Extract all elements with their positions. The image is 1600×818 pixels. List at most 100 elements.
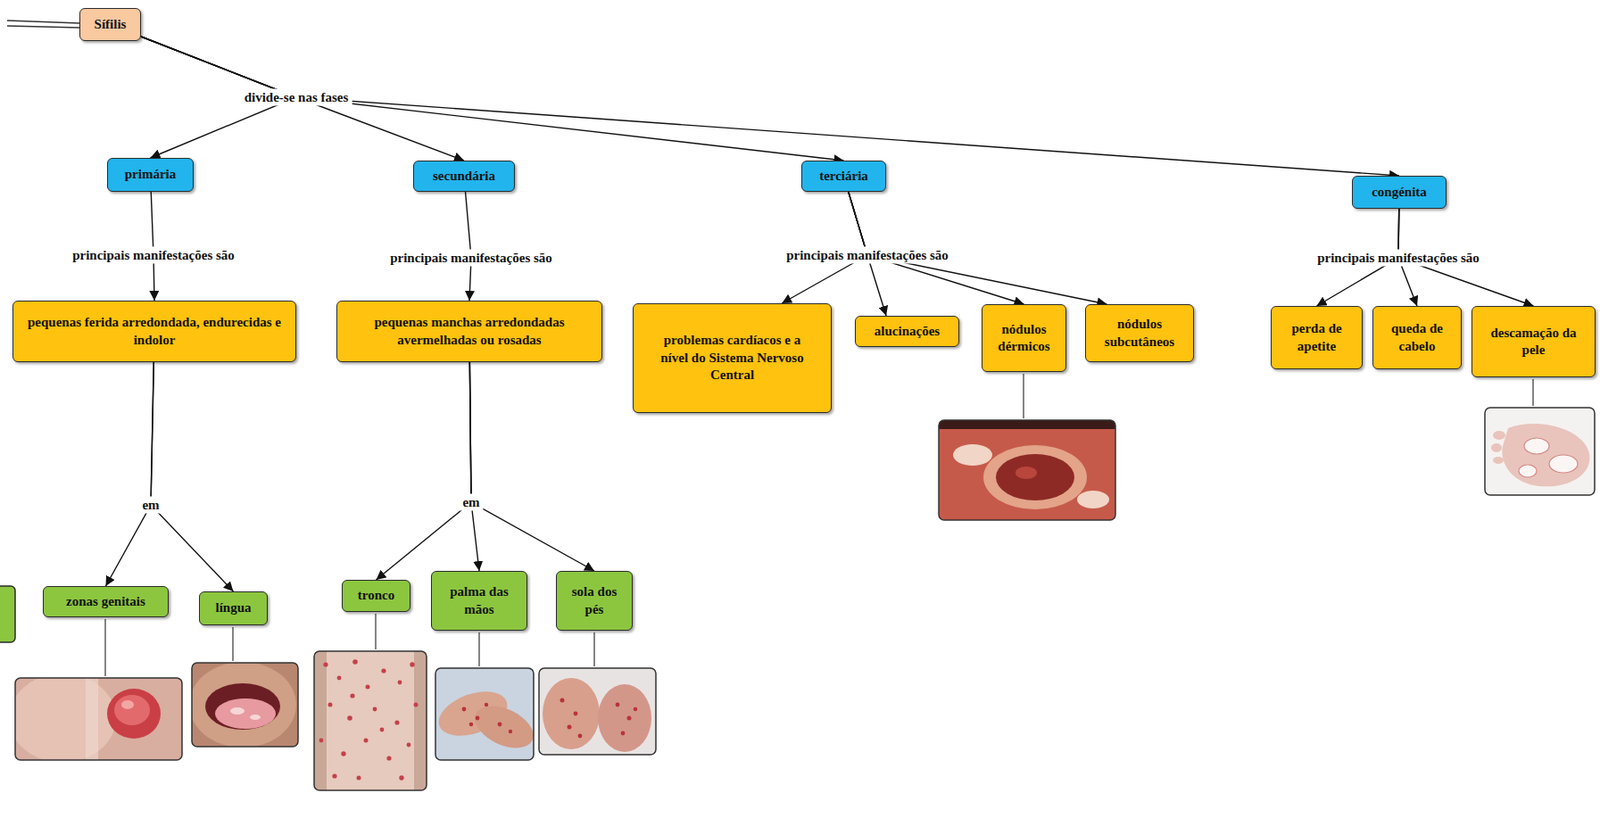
photo-ground [538, 668, 656, 755]
phase-box: primária [107, 157, 194, 192]
connector-arrow [376, 362, 473, 581]
node-text: queda de cabelo [1378, 320, 1456, 356]
photo-frame [938, 420, 1116, 521]
connector-arrow [469, 362, 595, 572]
linking-phrase: principais manifestações são [782, 247, 953, 265]
connector-arrow [150, 362, 234, 592]
photo-ground [314, 651, 427, 791]
skin [191, 663, 297, 747]
leader-line [104, 619, 106, 677]
skin [15, 678, 117, 761]
photo-frame [191, 663, 299, 747]
manifestation-box: nódulos dérmicos [981, 304, 1067, 373]
photo-frame [538, 668, 656, 755]
lesion [114, 695, 150, 726]
patch [230, 707, 245, 715]
manifestation-box: pequenas ferida arredondada, endurecidas… [12, 300, 297, 363]
location-box: sola dos pés [555, 571, 633, 631]
node-text: descamação da pele [1479, 324, 1588, 360]
toe [1491, 443, 1502, 453]
shade [938, 420, 1116, 430]
node-text: sola dos pés [562, 583, 627, 619]
manifestation-box: problemas cardíacos e a nível do Sistema… [632, 303, 832, 414]
location-box: palma das mãos [431, 571, 528, 631]
leader-line [478, 632, 480, 667]
sole-photo [538, 668, 656, 755]
node-text: palma das mãos [437, 583, 522, 619]
node-text: Sífilis [94, 16, 127, 34]
peeling-photo [1484, 407, 1595, 496]
node-text: terciária [819, 167, 869, 186]
toe [1492, 456, 1504, 465]
photo-frame [435, 668, 534, 761]
mouth [205, 683, 281, 730]
tongue-photo [191, 663, 299, 747]
phase-box: congénita [1351, 175, 1447, 209]
node-text: perda de apetite [1276, 320, 1357, 356]
cut-off-box [0, 586, 16, 643]
photo-frame [314, 651, 427, 791]
ulcer [1015, 466, 1037, 480]
foot [597, 684, 652, 753]
location-box: tronco [341, 580, 411, 613]
peeling [1518, 464, 1537, 478]
manifestation-box: nódulos subcutâneos [1085, 304, 1194, 363]
connector-arrow [140, 36, 1400, 176]
connector-arrow [106, 362, 155, 587]
tongue [215, 698, 276, 730]
trunk-photo [314, 651, 427, 791]
linking-phrase: divide-se nas fases [240, 89, 353, 107]
leader-line [593, 632, 595, 667]
photo-ground [938, 420, 1116, 521]
phase-box: secundária [413, 160, 515, 192]
nodule-photo [938, 420, 1116, 521]
node-text: alucinações [874, 323, 940, 341]
leader-line [1532, 379, 1534, 407]
shade [414, 651, 427, 791]
node-text: secundária [432, 167, 496, 186]
patch [1077, 490, 1110, 509]
leader-line [374, 613, 376, 650]
node-text: nódulos dérmicos [987, 321, 1061, 357]
node-text: congénita [1371, 183, 1427, 202]
photo-ground [1484, 407, 1595, 496]
foot [542, 678, 600, 750]
node-text: nódulos subcutâneos [1093, 315, 1186, 351]
leader-lines [105, 373, 1534, 677]
linking-phrase: principais manifestações são [1313, 249, 1484, 267]
peeling [1549, 455, 1578, 473]
ulcer-ring [983, 445, 1087, 510]
rash-spots [319, 659, 419, 781]
offscreen-link [7, 20, 80, 24]
lesion [121, 700, 134, 710]
linking-phrase: principais manifestações são [386, 249, 556, 267]
shade [314, 651, 327, 791]
node-text: pequenas ferida arredondada, endurecidas… [22, 314, 287, 349]
lesion [107, 688, 161, 739]
node-text: língua [215, 599, 251, 618]
node-text: pequenas manchas arredondadas avermelhad… [346, 314, 593, 349]
node-text: tronco [357, 587, 395, 606]
leader-line [232, 627, 233, 662]
lesion-photo [15, 678, 183, 761]
location-box: zonas genitais [42, 586, 169, 618]
linking-phrase: principais manifestações são [68, 247, 239, 265]
rash-spots [560, 698, 639, 739]
connector-arrow [140, 36, 845, 161]
linking-phrase: em [138, 497, 163, 514]
toe [1492, 431, 1506, 440]
palm-photo [435, 668, 534, 761]
linking-phrase: em [458, 494, 483, 512]
peeling [1524, 438, 1550, 455]
photo-frame [1484, 407, 1595, 496]
manifestation-box: queda de cabelo [1372, 306, 1462, 370]
phase-box: terciária [801, 160, 887, 192]
foot [1501, 423, 1590, 487]
rash-spots [462, 703, 514, 734]
manifestation-box: perda de apetite [1270, 306, 1363, 370]
manifestation-box: alucinações [854, 315, 960, 348]
leader-line [1022, 373, 1024, 419]
skin [85, 678, 99, 761]
manifestation-box: descamação da pele [1471, 306, 1596, 378]
